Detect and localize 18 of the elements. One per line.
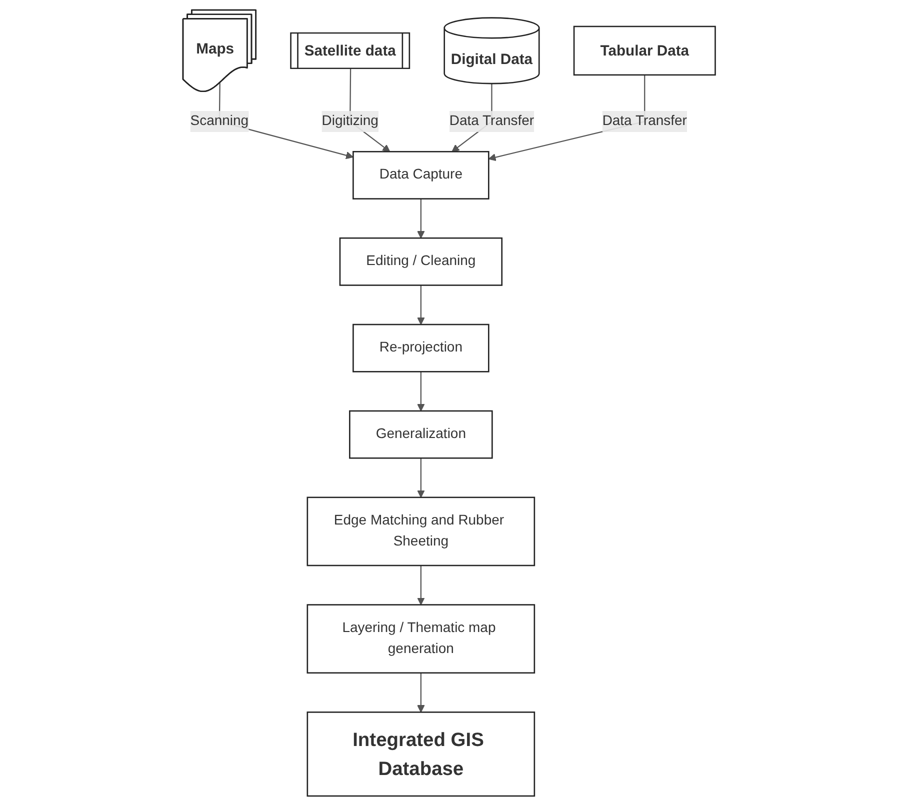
- node-box: Integrated GIS Database: [306, 712, 535, 797]
- arrow: [416, 672, 425, 713]
- arrow: [416, 285, 425, 325]
- arrow: [416, 198, 425, 238]
- edge-label: Data Transfer: [449, 114, 534, 129]
- arrow: [416, 566, 425, 606]
- node-box: Generalization: [348, 410, 493, 459]
- node-box: Layering / Thematic map generation: [306, 604, 535, 674]
- node-box: Tabular Data: [573, 26, 716, 76]
- arrow: [416, 372, 425, 412]
- node-box: Editing / Cleaning: [339, 237, 502, 286]
- node-box: Edge Matching and Rubber Sheeting: [306, 496, 535, 566]
- node-box: Re-projection: [352, 324, 490, 372]
- node-box: Data Capture: [352, 151, 490, 200]
- edge-label: Data Transfer: [602, 114, 687, 129]
- edge-label: Digitizing: [322, 114, 378, 129]
- arrow: [416, 458, 425, 498]
- edge-label: Scanning: [190, 114, 248, 129]
